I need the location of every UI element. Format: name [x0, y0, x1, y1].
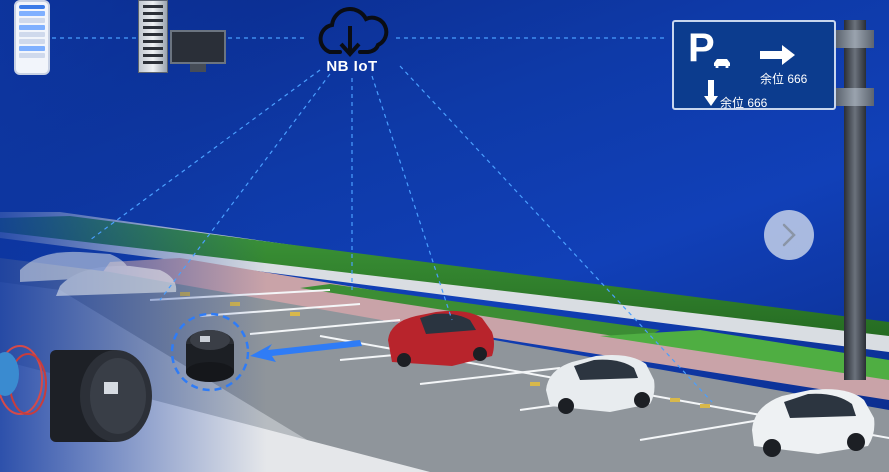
- arrow-right-icon: [760, 45, 795, 65]
- smartphone-icon: [14, 0, 50, 75]
- pole-bracket: [836, 88, 874, 106]
- pole-bracket: [836, 30, 874, 48]
- car-red: [388, 310, 494, 367]
- car-icon: [714, 59, 730, 68]
- server-icon: [138, 0, 168, 73]
- arrow-down-icon: [704, 80, 718, 106]
- car-white-1: [546, 355, 655, 414]
- sign-pole: [844, 20, 866, 380]
- sensor-device-large: [0, 345, 152, 442]
- parking-guidance-sign: P 余位 666 余位 666: [672, 20, 836, 110]
- next-slide-button[interactable]: [764, 210, 814, 260]
- parking-p-icon: P: [688, 26, 715, 70]
- chevron-right-icon: [782, 223, 796, 247]
- signal-lines: [52, 37, 713, 403]
- sign-right-count: 余位 666: [760, 72, 808, 86]
- parking-sensor: [170, 312, 250, 392]
- cloud-download-icon: [318, 7, 389, 57]
- monitor-stand: [190, 64, 206, 72]
- arrow-icon: [250, 340, 362, 362]
- monitor-icon: [170, 30, 226, 64]
- car-white-2: [752, 389, 875, 457]
- nb-iot-label: NB IoT: [326, 58, 378, 75]
- sign-down-count: 余位 666: [720, 96, 768, 110]
